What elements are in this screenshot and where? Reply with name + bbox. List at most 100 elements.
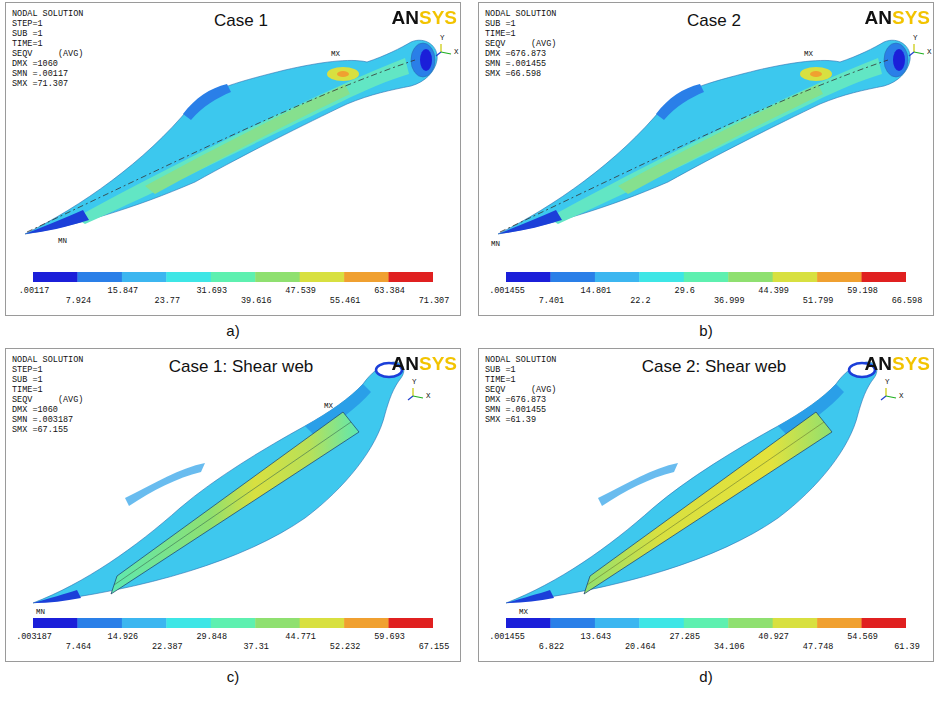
result-panel: Case 2: Shear web NODAL SOLUTIONSUB =1TIM… — [478, 348, 934, 662]
scale-value: .00117 — [19, 286, 50, 296]
scale-value: 52.232 — [330, 642, 361, 652]
scale-value: 23.77 — [155, 296, 181, 306]
header-line: DMX =1060 — [12, 405, 58, 415]
scale-value: 29.6 — [675, 286, 695, 296]
scale-value: 44.399 — [758, 286, 789, 296]
header-line: TIME=1 — [12, 39, 43, 49]
scale-value: 47.539 — [285, 286, 316, 296]
panel-title: Case 2 — [687, 11, 741, 31]
software-logo: ANSYS — [392, 353, 457, 375]
header-line: SEQV (AVG) — [485, 39, 556, 49]
axis-label: Y — [885, 378, 890, 386]
header-line: SMN =.001455 — [485, 405, 546, 415]
scale-value: 7.464 — [66, 642, 92, 652]
scale-value: 31.693 — [196, 286, 227, 296]
min-marker: MN — [36, 608, 45, 616]
header-line: TIME=1 — [485, 29, 516, 39]
header-line: SEQV (AVG) — [12, 49, 83, 59]
result-panel: Case 2 NODAL SOLUTIONSUB =1TIME=1SEQV (AV… — [478, 2, 934, 316]
header-line: SMX =67.155 — [12, 425, 68, 435]
scale-value: .001455 — [489, 632, 525, 642]
scale-value: 14.801 — [581, 286, 612, 296]
max-marker: MX — [519, 608, 528, 616]
header-line: SUB =1 — [485, 19, 516, 29]
panel-caption: d) — [699, 668, 712, 685]
header-line: SMN =.00117 — [12, 69, 68, 79]
header-line: NODAL SOLUTION — [485, 355, 556, 365]
scale-value: 7.924 — [66, 296, 92, 306]
axis-label: X — [899, 392, 904, 400]
scale-value: 40.927 — [758, 632, 789, 642]
scale-value: 36.999 — [714, 296, 745, 306]
scale-value: 20.464 — [625, 642, 656, 652]
header-line: SEQV (AVG) — [12, 395, 83, 405]
header-line: SMX =61.39 — [485, 415, 536, 425]
header-line: TIME=1 — [12, 385, 43, 395]
axis-label: Y — [440, 34, 445, 42]
blade-contour — [25, 40, 451, 282]
header-line: SMX =71.307 — [12, 79, 68, 89]
scale-value: 55.461 — [330, 296, 361, 306]
scale-value: .003187 — [16, 632, 52, 642]
panel-title: Case 1 — [214, 11, 268, 31]
scale-value: 13.643 — [581, 632, 612, 642]
panel-title: Case 2: Shear web — [642, 357, 787, 377]
max-marker: MX — [804, 50, 813, 58]
blade-contour — [506, 362, 906, 628]
panel-title: Case 1: Shear web — [169, 357, 314, 377]
scale-value: 39.616 — [241, 296, 272, 306]
header-line: DMX =1060 — [12, 59, 58, 69]
header-line: SUB =1 — [12, 375, 43, 385]
max-marker: MX — [331, 50, 340, 58]
scale-value: .001455 — [489, 286, 525, 296]
header-line: NODAL SOLUTION — [12, 9, 83, 19]
scale-value: 51.799 — [803, 296, 834, 306]
scale-value: 15.847 — [108, 286, 139, 296]
scale-value: 22.2 — [630, 296, 650, 306]
scale-value: 61.39 — [894, 642, 920, 652]
panel-caption: b) — [699, 322, 712, 339]
panel-caption: c) — [227, 668, 240, 685]
scale-value: 47.748 — [803, 642, 834, 652]
scale-value: 63.384 — [374, 286, 405, 296]
scale-value: 59.198 — [847, 286, 878, 296]
scale-value: 22.387 — [152, 642, 183, 652]
scale-value: 54.569 — [847, 632, 878, 642]
header-line: TIME=1 — [485, 375, 516, 385]
software-logo: ANSYS — [865, 7, 930, 29]
scale-value: 67.155 — [419, 642, 450, 652]
scale-value: 14.926 — [108, 632, 139, 642]
scale-value: 66.598 — [892, 296, 923, 306]
header-line: NODAL SOLUTION — [485, 9, 556, 19]
max-marker: MX — [324, 402, 333, 410]
header-line: DMX =676.873 — [485, 395, 546, 405]
scale-value: 6.822 — [539, 642, 565, 652]
header-line: DMX =676.873 — [485, 49, 546, 59]
panel-caption: a) — [226, 322, 239, 339]
header-line: SMN =.001455 — [485, 59, 546, 69]
blade-contour — [33, 362, 433, 628]
header-line: NODAL SOLUTION — [12, 355, 83, 365]
min-marker: MN — [58, 237, 67, 245]
result-panel: Case 1NODAL SOLUTIONSTEP=1SUB =1TIME=1SE… — [5, 2, 461, 316]
header-line: SMN =.003187 — [12, 415, 73, 425]
scale-value: 7.401 — [539, 296, 565, 306]
axis-label: X — [454, 48, 459, 56]
blade-contour — [498, 40, 924, 282]
header-line: SEQV (AVG) — [485, 385, 556, 395]
header-line: SUB =1 — [12, 29, 43, 39]
scale-value: 44.771 — [285, 632, 316, 642]
axis-label: X — [426, 392, 431, 400]
software-logo: ANSYS — [865, 353, 930, 375]
axis-label: Y — [412, 378, 417, 386]
scale-value: 59.693 — [374, 632, 405, 642]
scale-value: 27.285 — [669, 632, 700, 642]
scale-value: 71.307 — [419, 296, 450, 306]
software-logo: ANSYS — [392, 7, 457, 29]
scale-value: 29.848 — [196, 632, 227, 642]
header-line: SUB =1 — [485, 365, 516, 375]
result-panel: Case 1: Shear webNODAL SOLUTIONSTEP=1SUB… — [5, 348, 461, 662]
min-marker: MN — [491, 240, 500, 248]
